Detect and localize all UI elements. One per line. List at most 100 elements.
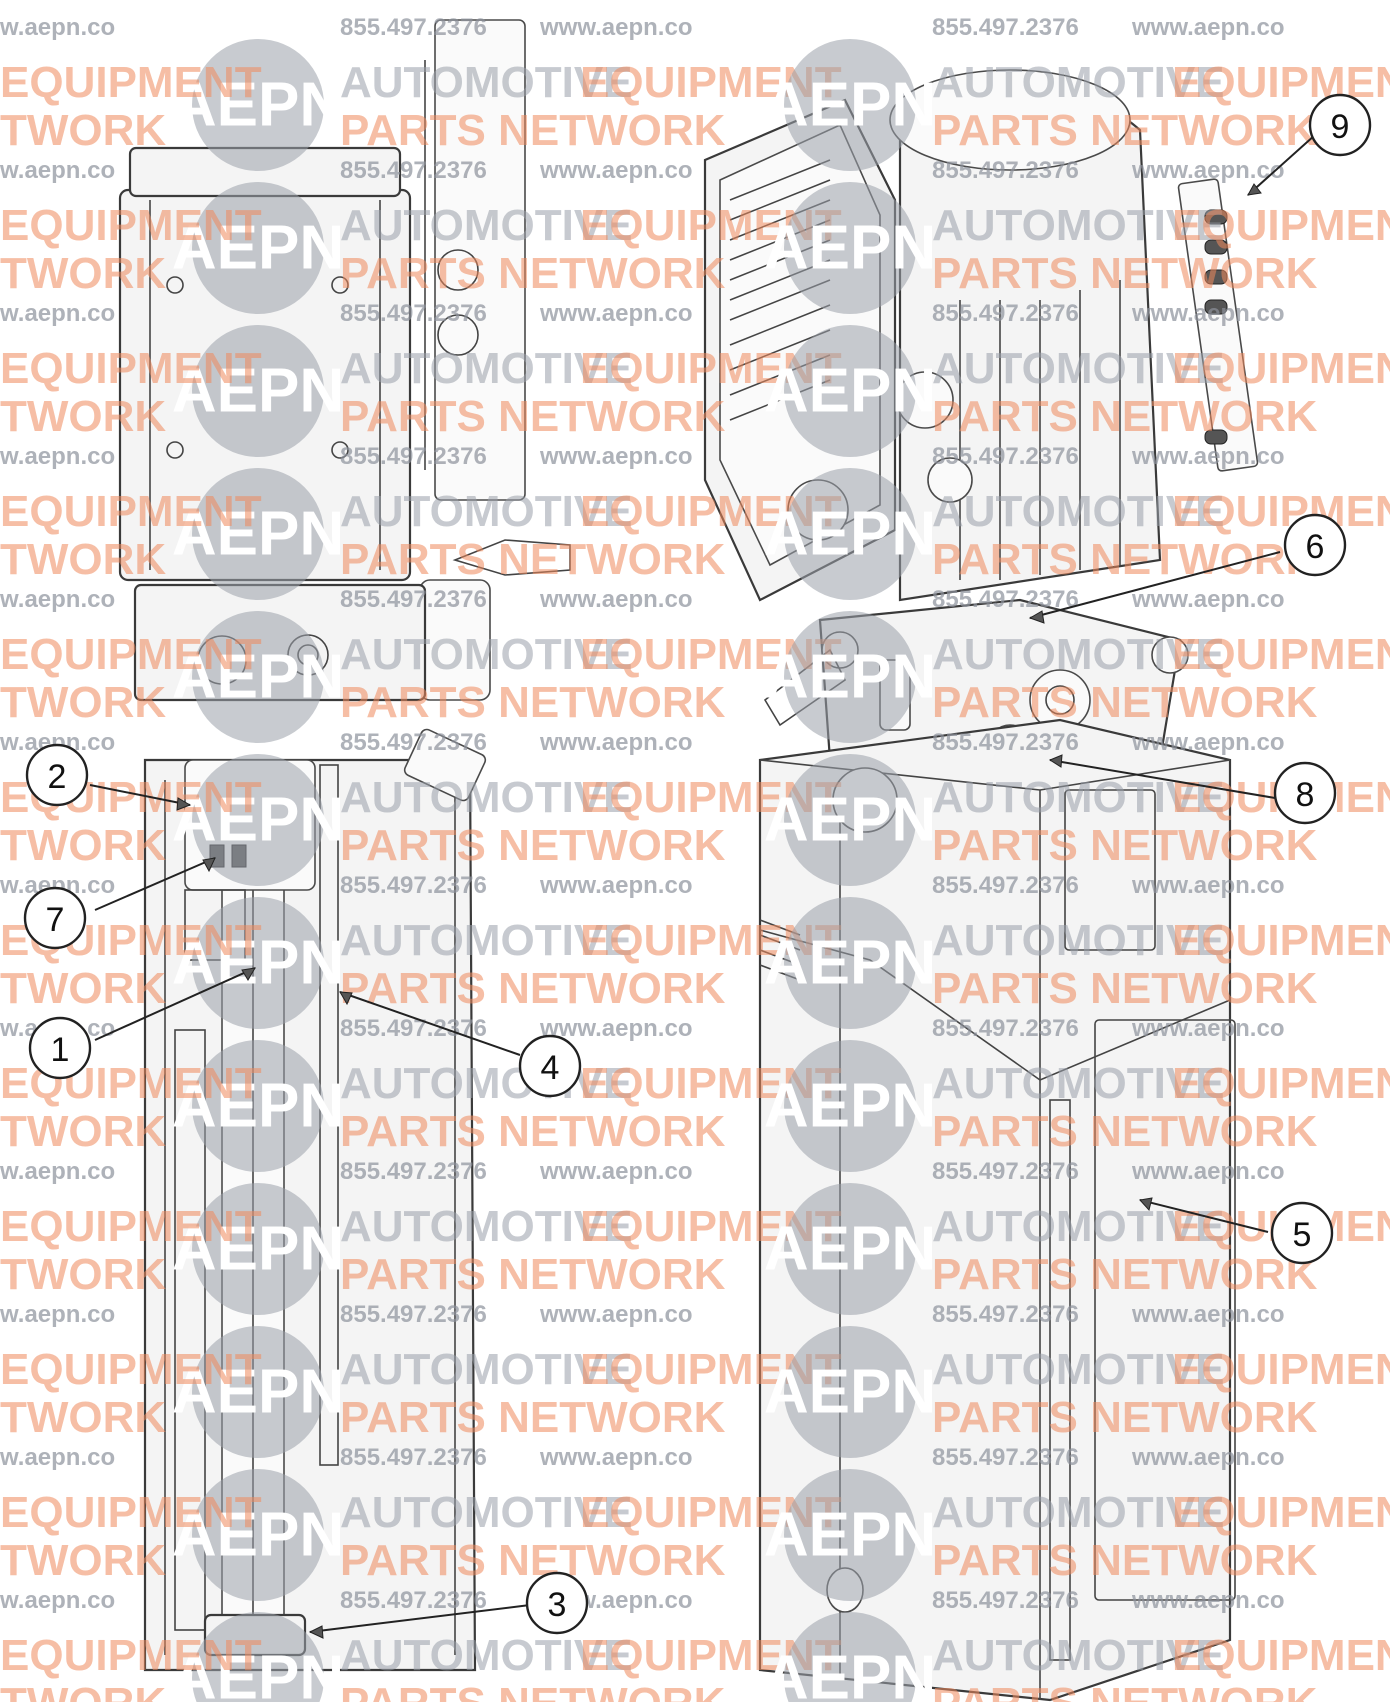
watermark-logo xyxy=(192,897,324,1029)
watermark-logo xyxy=(784,897,916,1029)
watermark-website: www.aepn.co xyxy=(539,586,692,613)
watermark-phone: 855.497.2376 xyxy=(340,729,487,756)
watermark-name-fragment-2: TWORK xyxy=(0,964,166,1013)
watermark-logo xyxy=(192,1612,324,1702)
watermark-website-fragment: w.aepn.co xyxy=(0,586,115,613)
callout-3-label: 3 xyxy=(548,1586,567,1624)
watermark-name-line2: PARTS NETWORK xyxy=(932,821,1318,870)
watermark-website: www.aepn.co xyxy=(1131,1158,1284,1185)
watermark-phone: 855.497.2376 xyxy=(340,14,487,41)
watermark-name-fragment-2: TWORK xyxy=(0,1679,166,1702)
watermark-name-fragment: EQUIPMENT xyxy=(0,487,262,536)
watermark-logo xyxy=(784,611,916,743)
watermark-logo-text: AEPN xyxy=(764,1358,936,1427)
watermark-website: www.aepn.co xyxy=(1131,1444,1284,1471)
watermark-name-line2: PARTS NETWORK xyxy=(340,821,726,870)
watermark-logo-text: AEPN xyxy=(172,1072,344,1141)
watermark-name-fragment-2: TWORK xyxy=(0,1107,166,1156)
watermark-logo-text: AEPN xyxy=(172,1358,344,1427)
watermark-name-line2: PARTS NETWORK xyxy=(340,535,726,584)
watermark-name-line1: AUTOMOTIVE xyxy=(340,916,633,965)
watermark-name-line1b: EQUIPMENT xyxy=(1172,487,1390,536)
watermark-name-line1: AUTOMOTIVE xyxy=(932,916,1225,965)
callout-7-label: 7 xyxy=(46,901,65,939)
watermark-name-fragment: EQUIPMENT xyxy=(0,1488,262,1537)
watermark-name-line2: PARTS NETWORK xyxy=(340,392,726,441)
callout-4: 4 xyxy=(518,1034,582,1098)
watermark-name-line1b: EQUIPMENT xyxy=(1172,1345,1390,1394)
watermark-logo xyxy=(784,468,916,600)
watermark-logo xyxy=(192,1326,324,1458)
watermark-name-line1: AUTOMOTIVE xyxy=(340,1488,633,1537)
watermark-name-line1: AUTOMOTIVE xyxy=(340,487,633,536)
watermark-logo-text: AEPN xyxy=(764,643,936,712)
watermark-logo-text: AEPN xyxy=(764,786,936,855)
leader-5 xyxy=(1139,1199,1269,1233)
watermark-phone: 855.497.2376 xyxy=(340,1015,487,1042)
watermark-logo xyxy=(192,468,324,600)
watermark-name-fragment: EQUIPMENT xyxy=(0,344,262,393)
watermark-name-line1b: EQUIPMENT xyxy=(1172,201,1390,250)
watermark-logo-text: AEPN xyxy=(764,1644,936,1702)
watermark-name-fragment-2: TWORK xyxy=(0,106,166,155)
watermark-website: www.aepn.co xyxy=(1131,1301,1284,1328)
watermark-logo-text: AEPN xyxy=(172,500,344,569)
watermark-name-line1: AUTOMOTIVE xyxy=(932,487,1225,536)
callout-7: 7 xyxy=(23,886,87,950)
leader-6 xyxy=(1029,551,1281,619)
watermark-name-line1: AUTOMOTIVE xyxy=(932,1345,1225,1394)
watermark-phone: 855.497.2376 xyxy=(340,443,487,470)
watermark-logo-text: AEPN xyxy=(764,929,936,998)
watermark-website: www.aepn.co xyxy=(1131,586,1284,613)
watermark-phone: 855.497.2376 xyxy=(340,157,487,184)
watermark-phone: 855.497.2376 xyxy=(932,1444,1079,1471)
watermark-logo-text: AEPN xyxy=(172,71,344,140)
watermark-name-line2: PARTS NETWORK xyxy=(340,1250,726,1299)
watermark-layer: 855.497.2376 www.aepn.co 855.497.2376 www.a… xyxy=(0,14,1390,1702)
callout-6: 6 xyxy=(1283,513,1347,577)
watermark-logo xyxy=(784,182,916,314)
watermark-name-line2: PARTS NETWORK xyxy=(340,106,726,155)
watermark-name-fragment-2: TWORK xyxy=(0,1393,166,1442)
watermark-website: www.aepn.co xyxy=(539,1301,692,1328)
watermark-name-line1: AUTOMOTIVE xyxy=(340,1631,633,1680)
watermark-website: www.aepn.co xyxy=(1131,1015,1284,1042)
watermark-phone: 855.497.2376 xyxy=(340,872,487,899)
watermark-name-line1b: EQUIPMENT xyxy=(1172,1059,1390,1108)
watermark-name-line2: PARTS NETWORK xyxy=(340,1393,726,1442)
watermark-website-fragment: w.aepn.co xyxy=(0,1444,115,1471)
watermark-logo-text: AEPN xyxy=(764,214,936,283)
watermark-logo-text: AEPN xyxy=(172,643,344,712)
watermark-website: www.aepn.co xyxy=(539,1444,692,1471)
watermark-phone: 855.497.2376 xyxy=(340,586,487,613)
watermark-name-line1: AUTOMOTIVE xyxy=(340,344,633,393)
watermark-logo xyxy=(192,611,324,743)
watermark-logo-text: AEPN xyxy=(172,1501,344,1570)
watermark-name-line1: AUTOMOTIVE xyxy=(340,201,633,250)
watermark-logo-text: AEPN xyxy=(764,1215,936,1284)
leader-9 xyxy=(1247,134,1316,196)
watermark-name-line2: PARTS NETWORK xyxy=(932,1250,1318,1299)
watermark-name-line2: PARTS NETWORK xyxy=(340,1536,726,1585)
watermark-name-fragment-2: TWORK xyxy=(0,535,166,584)
watermark-website: www.aepn.co xyxy=(539,300,692,327)
watermark-website-fragment: w.aepn.co xyxy=(0,14,115,41)
watermark-name-line1: AUTOMOTIVE xyxy=(340,1059,633,1108)
watermark-name-line1b: EQUIPMENT xyxy=(1172,344,1390,393)
watermark-phone: 855.497.2376 xyxy=(340,1444,487,1471)
callout-4-label: 4 xyxy=(541,1049,560,1087)
watermark-logo xyxy=(784,1183,916,1315)
watermark-name-line1: AUTOMOTIVE xyxy=(932,1202,1225,1251)
watermark-phone: 855.497.2376 xyxy=(932,157,1079,184)
watermark-name-line1: AUTOMOTIVE xyxy=(932,1488,1225,1537)
watermark-website: www.aepn.co xyxy=(539,872,692,899)
callout-5: 5 xyxy=(1270,1201,1334,1265)
watermark-phone: 855.497.2376 xyxy=(932,1587,1079,1614)
watermark-website-fragment: w.aepn.co xyxy=(0,157,115,184)
watermark-website: www.aepn.co xyxy=(1131,300,1284,327)
leader-2 xyxy=(89,784,191,806)
callout-9-label: 9 xyxy=(1331,108,1350,146)
watermark-name-line1: AUTOMOTIVE xyxy=(932,201,1225,250)
watermark-logo xyxy=(784,1326,916,1458)
